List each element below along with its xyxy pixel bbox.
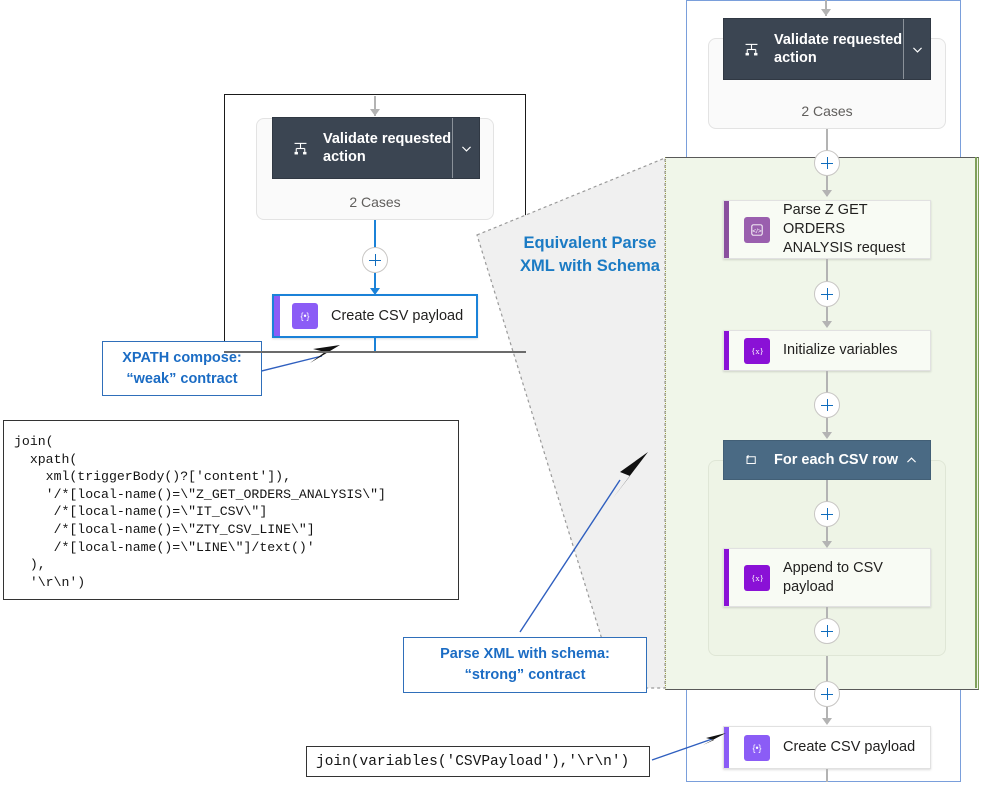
svg-text:{x}: {x}	[751, 346, 763, 356]
xpath-callout-line2: “weak” contract	[126, 370, 238, 387]
right-arrowhead-1	[822, 190, 832, 197]
right-add-step-button-4[interactable]	[814, 681, 840, 707]
right-arrowhead-2	[822, 321, 832, 328]
right-connector-1	[826, 129, 828, 151]
right-arrowhead-3	[822, 432, 832, 439]
foreach-step-append-title: Append to CSV payload	[783, 559, 883, 595]
right-step-initvars-title: Initialize variables	[783, 342, 898, 358]
right-connector-3	[826, 259, 828, 281]
right-connector-7	[826, 656, 828, 681]
foreach-connector-2	[826, 527, 828, 545]
left-top-connector	[374, 96, 376, 116]
right-connector-8	[826, 707, 828, 722]
foreach-arrowhead-1	[822, 541, 832, 548]
xpath-expression-code: join( xpath( xml(triggerBody()?['content…	[3, 420, 459, 600]
join-variables-code: join(variables('CSVPayload'),'\r\n')	[306, 746, 650, 777]
append-accent	[724, 549, 729, 606]
foreach-title: For each CSV row	[774, 452, 899, 468]
parse-xml-callout-line1: Parse XML with schema:	[440, 646, 610, 662]
variables-icon: {x}	[744, 564, 770, 591]
right-top-arrowhead	[821, 9, 831, 16]
switch-icon	[290, 138, 310, 158]
right-top-connector	[825, 0, 827, 16]
parse-xml-callout: Parse XML with schema: “strong” contract	[403, 637, 647, 693]
variables-icon: {x}	[744, 337, 770, 364]
left-compose-title: Create CSV payload	[331, 307, 464, 324]
foreach-connector-3	[826, 607, 828, 619]
left-compose-accent	[274, 296, 280, 336]
right-switch-header[interactable]: Validate requested action	[723, 18, 931, 80]
svg-text:</>: </>	[752, 227, 762, 234]
chevron-down-icon[interactable]	[903, 19, 930, 79]
right-connector-6	[826, 418, 828, 436]
right-step-parse-card[interactable]: </> Parse Z GET ORDERS ANALYSIS request	[723, 200, 931, 259]
right-switch-cases-label: 2 Cases	[801, 103, 853, 119]
right-compose-title: Create CSV payload	[783, 739, 916, 755]
right-connector-5	[826, 371, 828, 393]
svg-text:{•}: {•}	[301, 311, 310, 321]
right-arrowhead-4	[822, 718, 832, 725]
left-connector-2	[374, 273, 376, 292]
left-compose-card[interactable]: {•} Create CSV payload	[272, 294, 478, 338]
left-top-arrowhead	[370, 109, 380, 116]
right-add-step-button-3[interactable]	[814, 392, 840, 418]
foreach-add-step-button-2[interactable]	[814, 618, 840, 644]
foreach-add-step-button-1[interactable]	[814, 501, 840, 527]
initvars-accent	[724, 331, 729, 370]
parse-json-icon: </>	[744, 216, 770, 243]
right-add-step-button-1[interactable]	[814, 150, 840, 176]
right-step-initvars-card[interactable]: {x} Initialize variables	[723, 330, 931, 371]
foreach-connector-1	[826, 480, 828, 502]
compose-icon: {•}	[292, 303, 318, 329]
foreach-header[interactable]: For each CSV row	[723, 440, 931, 480]
loop-icon	[741, 450, 761, 470]
parse-callout-arrowhead	[613, 452, 648, 498]
left-frame-bottom-rule	[224, 351, 526, 353]
parse-callout-leader-line	[519, 479, 621, 633]
xpath-callout-line1: XPATH compose:	[122, 349, 242, 366]
foreach-step-append-card[interactable]: {x} Append to CSV payload	[723, 548, 931, 607]
right-scope-panel-green-edge	[975, 157, 977, 688]
compose-icon: {•}	[744, 734, 770, 761]
left-switch-cases-label: 2 Cases	[349, 194, 401, 210]
right-connector-9	[826, 769, 828, 782]
right-compose-card[interactable]: {•} Create CSV payload	[723, 726, 931, 769]
right-step-parse-title: Parse Z GET ORDERS ANALYSIS request	[783, 202, 906, 256]
parse-accent	[724, 201, 729, 258]
left-switch-header[interactable]: Validate requested action	[272, 117, 480, 179]
left-connector-3	[374, 338, 376, 352]
xpath-callout: XPATH compose: “weak” contract	[102, 341, 262, 396]
left-add-step-button-1[interactable]	[362, 247, 388, 273]
switch-icon	[741, 39, 761, 59]
svg-text:{x}: {x}	[751, 573, 763, 583]
trapezoid-label: Equivalent Parse XML with Schema	[505, 232, 675, 278]
right-connector-4	[826, 307, 828, 325]
parse-xml-callout-line2: “strong” contract	[464, 667, 586, 683]
right-connector-2	[826, 176, 828, 196]
right-switch-title: Validate requested action	[774, 32, 903, 66]
chevron-down-icon[interactable]	[452, 118, 479, 178]
trapezoid-label-line2: XML with Schema	[520, 257, 660, 275]
right-compose-accent	[724, 727, 729, 768]
chevron-up-icon[interactable]	[898, 441, 924, 479]
left-switch-title: Validate requested action	[323, 131, 452, 165]
left-connector-1	[374, 220, 376, 248]
right-add-step-button-2[interactable]	[814, 281, 840, 307]
trapezoid-label-line1: Equivalent Parse	[523, 234, 657, 252]
left-connector-arrowhead	[370, 288, 380, 295]
svg-text:{•}: {•}	[753, 743, 762, 753]
